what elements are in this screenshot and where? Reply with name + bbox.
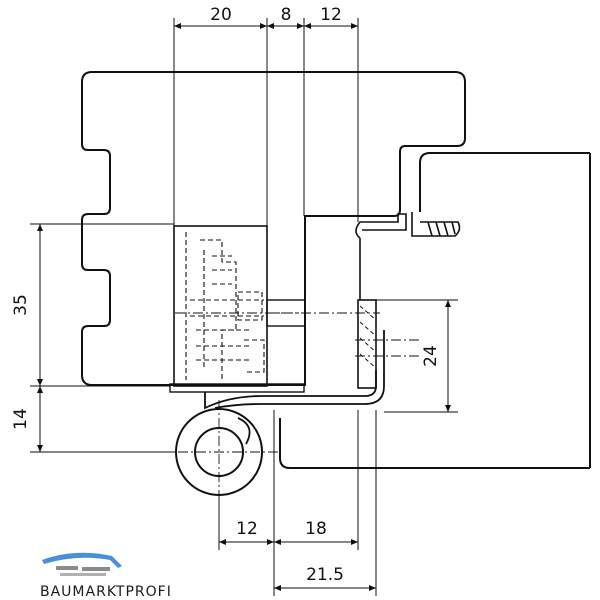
- dim-right-24: 24: [421, 345, 441, 367]
- door-hinge-body: [357, 299, 377, 389]
- dim-bottom-12: 12: [236, 519, 258, 539]
- frame-profile: [81, 71, 466, 386]
- frame-hinge-body: [173, 225, 268, 387]
- door-leaf: [419, 152, 590, 212]
- roof-logo-icon: [42, 552, 122, 568]
- dim-left-35: 35: [11, 294, 31, 316]
- dim-top-20: 20: [210, 5, 232, 25]
- door-seal: [355, 212, 461, 300]
- hinge-knuckle: [160, 400, 280, 505]
- baumarktprofi-logo: BAUMARKTPROFI: [40, 552, 172, 600]
- dim-top-8: 8: [281, 5, 292, 25]
- dim-bottom-21-5: 21.5: [306, 565, 344, 585]
- hidden-lines: [185, 232, 265, 380]
- dim-left-14: 14: [11, 408, 31, 430]
- dim-top-12: 12: [320, 5, 342, 25]
- door-leaf-lower: [279, 418, 590, 469]
- hinge-arm: [204, 370, 377, 410]
- logo-text: BAUMARKTPROFI: [40, 584, 172, 600]
- dim-bottom-18: 18: [305, 519, 327, 539]
